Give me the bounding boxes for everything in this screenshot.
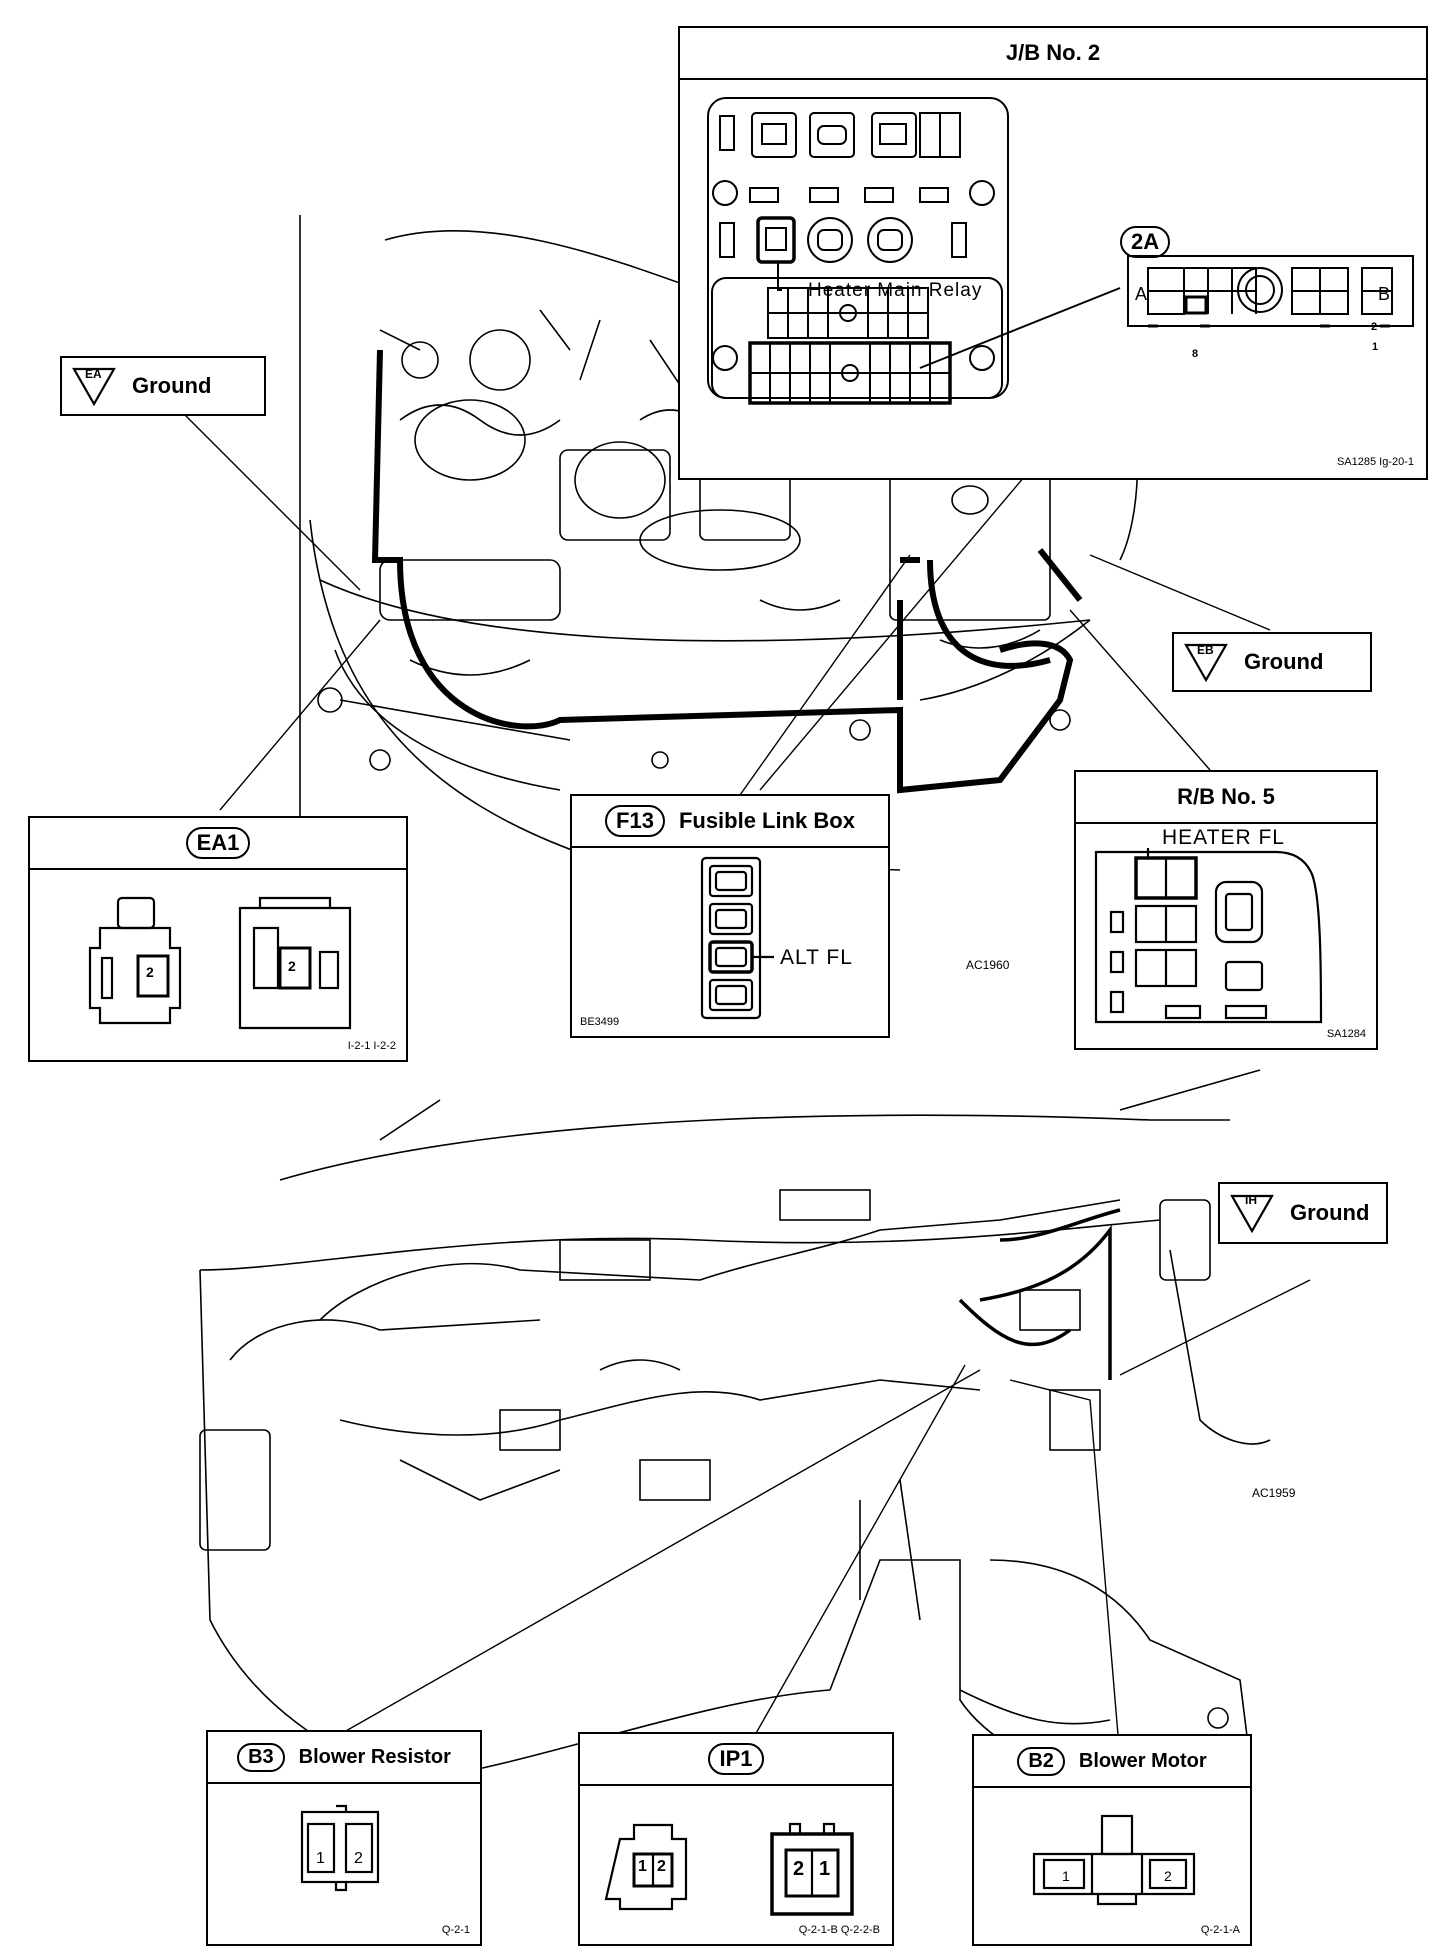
- rb5-box: R/B No. 5 HEATER FL SA1284: [1074, 770, 1378, 1050]
- ground-eb-label: Ground: [1244, 649, 1324, 674]
- jb2-diagram: [707, 97, 1414, 405]
- f13-box: F13 Fusible Link Box ALT FL BE3499: [570, 794, 890, 1038]
- ea1-ref: I-2-1 I-2-2: [347, 1040, 396, 1052]
- ea1-box: EA1 2 2 I-2-1 I-2-2: [28, 816, 408, 1062]
- ground-eb-code: EB: [1197, 643, 1214, 657]
- b3-title: B3 Blower Resistor: [208, 1732, 480, 1784]
- engine-figure-number: AC1960: [966, 958, 1010, 972]
- heater-fl-label: HEATER FL: [1162, 826, 1285, 849]
- jb2-panel: J/B No. 2: [678, 26, 1428, 480]
- f13-code: F13: [605, 805, 665, 837]
- ip1-code: IP1: [708, 1743, 764, 1775]
- f13-title-text: Fusible Link Box: [678, 808, 855, 833]
- ea1-code: EA1: [185, 827, 251, 859]
- ip1-ref: Q-2-1-B Q-2-2-B: [798, 1924, 880, 1936]
- b3-pin-2: 2: [354, 1850, 363, 1867]
- f13-title: F13 Fusible Link Box: [572, 796, 888, 848]
- f13-fuses: [700, 856, 774, 1020]
- jb2-pin-8: 8: [1192, 348, 1199, 360]
- ip1-left-pin-2: 2: [657, 1858, 666, 1875]
- b2-code: B2: [1017, 1746, 1065, 1776]
- ip1-right-pin-2: 2: [793, 1858, 805, 1880]
- jb2-connector-code-badge: 2A: [1120, 226, 1171, 258]
- b3-ref: Q-2-1: [441, 1924, 470, 1936]
- ip1-box: IP1 1 2 2 1 Q-2-1-B Q-2-2-B: [578, 1732, 894, 1946]
- b3-code: B3: [237, 1742, 285, 1772]
- ground-ih-label: Ground: [1290, 1200, 1370, 1225]
- jb2-pin-1: 1: [1372, 341, 1379, 353]
- jb2-title: J/B No. 2: [680, 28, 1426, 80]
- b2-pin-1: 1: [1062, 1868, 1070, 1884]
- b2-box: B2 Blower Motor 1 2 Q-2-1-A: [972, 1734, 1252, 1946]
- b2-pin-2: 2: [1164, 1868, 1172, 1884]
- b3-title-text: Blower Resistor: [298, 1745, 451, 1768]
- jb2-pin-a: A: [1135, 284, 1148, 304]
- b2-title: B2 Blower Motor: [974, 1736, 1250, 1788]
- jb2-ref: SA1285 Ig-20-1: [1336, 456, 1414, 468]
- alt-fl-label: ALT FL: [780, 946, 853, 969]
- ground-eb-box: EB Ground: [1172, 632, 1372, 692]
- dash-figure-number: AC1959: [1252, 1486, 1296, 1500]
- jb2-connector-code: 2A: [1120, 226, 1171, 258]
- f13-ref: BE3499: [580, 1016, 620, 1028]
- ip1-left-pin-1: 1: [638, 1858, 647, 1875]
- ground-ea-code: EA: [85, 367, 102, 381]
- jb2-pin-2: 2: [1371, 321, 1378, 333]
- b3-connector: [300, 1804, 380, 1892]
- b3-box: B3 Blower Resistor 1 2 Q-2-1: [206, 1730, 482, 1946]
- ground-ih-icon: [1230, 1194, 1274, 1233]
- heater-main-relay-label: Heater Main Relay: [808, 280, 983, 301]
- ground-ea-icon: [72, 367, 116, 406]
- ea1-connectors: [88, 896, 352, 1030]
- ground-ih-box: IH Ground: [1218, 1182, 1388, 1244]
- b2-ref: Q-2-1-A: [1200, 1924, 1240, 1936]
- ea1-pin-right: 2: [288, 958, 296, 974]
- ea1-pin-left: 2: [146, 964, 154, 980]
- ground-eb-icon: [1184, 643, 1228, 682]
- b2-connector: [1032, 1814, 1196, 1906]
- ea1-title: EA1: [30, 818, 406, 870]
- ground-ea-label: Ground: [132, 373, 212, 398]
- rb5-ref: SA1284: [1326, 1028, 1366, 1040]
- rb5-title: R/B No. 5: [1076, 772, 1376, 824]
- b3-pin-1: 1: [316, 1850, 325, 1867]
- ip1-connectors: [604, 1822, 854, 1916]
- ip1-title: IP1: [580, 1734, 892, 1786]
- jb2-pin-b: B: [1378, 284, 1391, 304]
- ip1-right-pin-1: 1: [819, 1858, 831, 1880]
- ground-ih-code: IH: [1245, 1193, 1257, 1207]
- b2-title-text: Blower Motor: [1078, 1749, 1207, 1772]
- ground-ea-box: EA Ground: [60, 356, 266, 416]
- rb5-diagram: [1094, 848, 1323, 1024]
